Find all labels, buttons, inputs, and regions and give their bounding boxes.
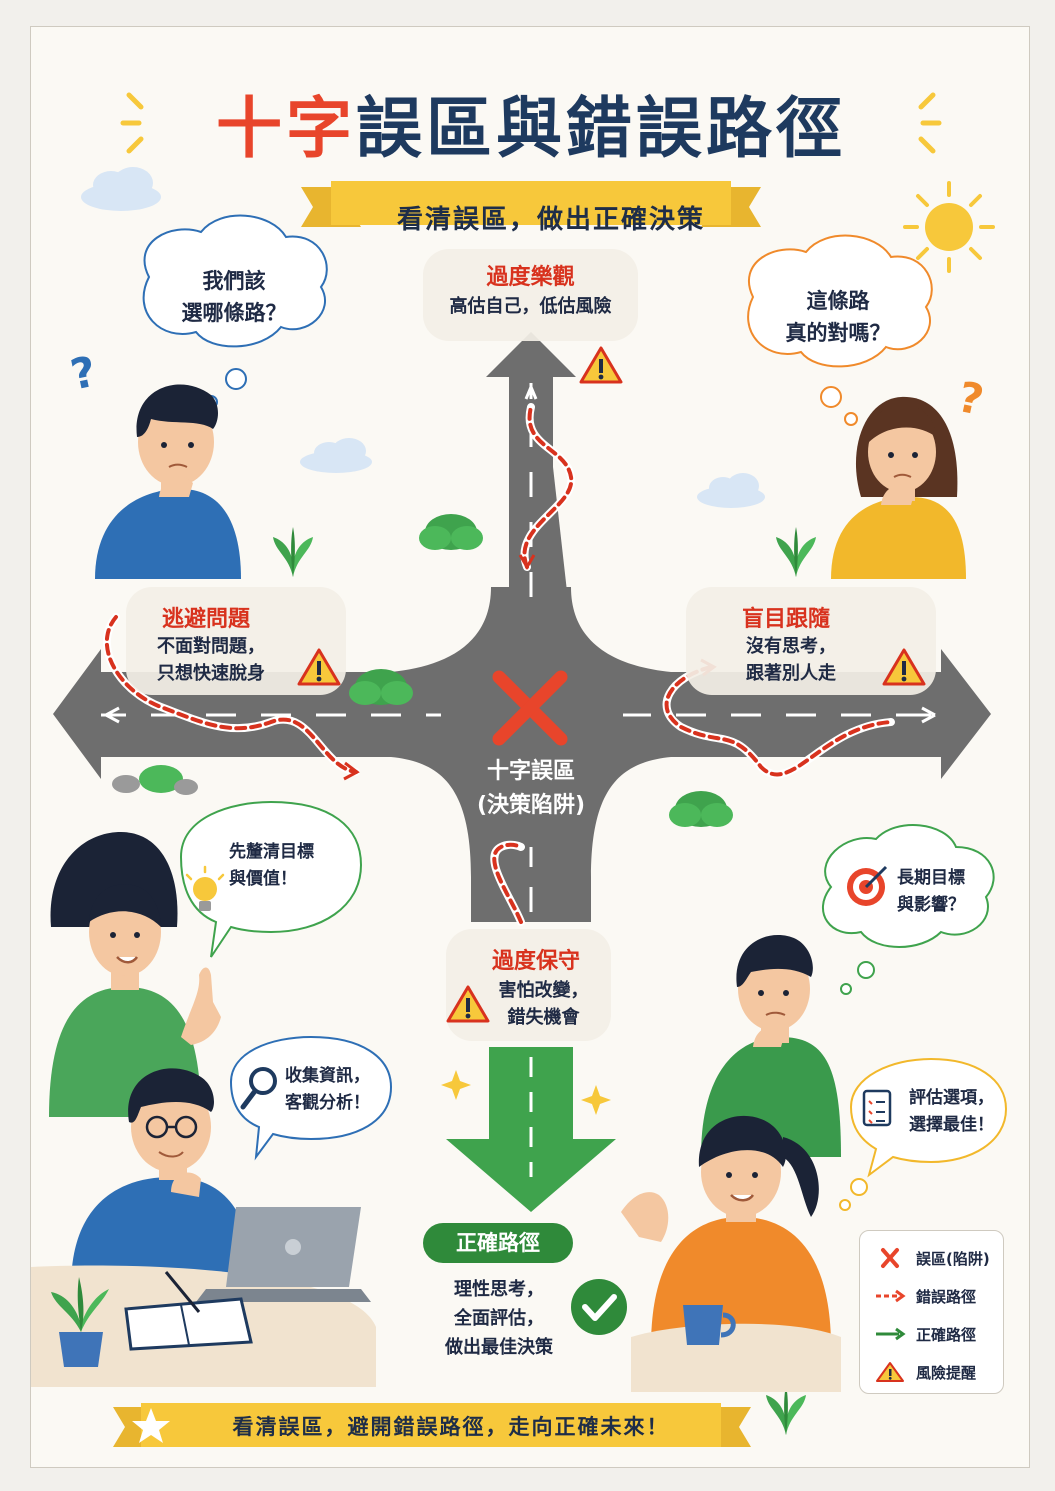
subtitle: 看清誤區，做出正確決策 [396,205,705,235]
wrong-path-right-dash [664,665,893,777]
title-sparks-left-icon [120,92,144,154]
trap-desc-bottom: 害怕改變， 錯失機會 [498,980,589,1028]
correct-path-arrow [446,1047,616,1212]
trap-title-left: 逃避問題 [161,607,250,632]
trap-title-top: 過度樂觀 [486,265,575,290]
footer-ribbon [113,1403,751,1447]
trap-panel-right [686,587,936,695]
correct-path-label: 正確路徑 [423,1223,573,1263]
thought-bubble-longterm [821,824,995,995]
subtitle-ribbon [301,181,761,227]
notebook-icon [124,1297,253,1351]
page-title: 十字誤區與錯誤路徑 [216,90,846,167]
rocks-icon [112,765,198,795]
person-thinking-topleft [95,384,241,579]
sparkle-icon [441,1070,611,1115]
footer-slogan: 看清誤區，避開錯誤路徑，走向正確未來！ [232,1415,670,1439]
plant-icon [776,527,816,577]
wrong-path-bottom-dash [492,842,523,924]
trap-title-bottom: 過度保守 [491,949,580,974]
wrong-path-top-dash [522,405,574,569]
check-circle-icon [571,1279,627,1335]
speech-bubble-info [229,1035,393,1161]
speech-bubble-values [179,800,363,958]
trap-panel-top [423,249,638,341]
cloud-icon [697,473,765,508]
legend-item-wrong-path: 錯誤路徑 [874,1281,998,1311]
trap-desc-left: 不面對問題， 只想快速脫身 [157,636,265,684]
pen-icon [164,1271,201,1313]
center-trap-label: 十字誤區 (決策陷阱) [476,759,586,818]
trap-panel-left [126,587,346,695]
legend-item-warning: 風險提醒 [874,1357,998,1387]
thought-bubble-topleft [142,214,328,409]
cross-icon [881,1248,899,1268]
star-icon [132,1408,170,1443]
cloud-icon [300,438,372,473]
warning-icon [579,346,623,384]
bush-icon [419,514,483,550]
advice-info: 收集資訊， 客觀分析！ [285,1066,370,1113]
wrong-path-left-dash [104,615,358,774]
speech-bubble-evaluate [839,1057,1008,1211]
person-woman-green [49,832,221,1117]
person-thinking-topright [831,396,966,579]
green-arrow-icon [876,1327,906,1341]
trap-panel-bottom [446,929,611,1041]
trap-cross-icon [492,670,568,746]
advice-values: 先釐清目標 與價值！ [229,842,314,889]
plant-icon [273,527,313,577]
cloud-icon [81,167,161,211]
thought-bubble-topright [747,234,933,426]
mug-icon [683,1305,736,1345]
legend: 誤區(陷阱) 錯誤路徑 正確路徑 風險提醒 [859,1230,1004,1394]
title-sparks-right-icon [918,92,942,154]
checklist-icon [862,1089,892,1127]
poster: ? ? [30,26,1030,1468]
legend-item-correct-path: 正確路徑 [874,1319,998,1349]
thought-text-topleft: 我們該 選哪條路？ [181,269,287,325]
question-mark-icon: ? [66,347,100,400]
trap-title-right: 盲目跟隨 [741,607,830,632]
trap-desc-top: 高估自己，低估風險 [449,296,612,317]
laptop-icon [196,1207,371,1302]
correct-path-desc: 理性思考， 全面評估， 做出最佳決策 [445,1279,553,1358]
plant-icon [766,1385,806,1435]
legend-item-trap: 誤區(陷阱) [874,1243,998,1273]
lane-markings [101,383,936,912]
advice-evaluate: 評估選項， 選擇最佳！ [909,1088,994,1135]
advice-longterm: 長期目標 與影響？ [897,868,965,915]
magnifier-icon [240,1067,277,1110]
thought-text-topright: 這條路 真的對嗎？ [785,289,891,345]
lightbulb-icon [185,865,225,911]
bush-icon [669,791,733,827]
question-mark-icon: ? [954,372,988,425]
potted-plant-icon [51,1277,109,1367]
dashed-arrow-icon [876,1289,906,1303]
target-icon [847,865,888,906]
sun-icon [903,181,995,273]
warning-icon [876,1362,904,1382]
person-woman-orange [621,1115,831,1347]
desk-right [631,1305,841,1392]
trap-desc-right: 沒有思考， 跟著別人走 [746,636,836,684]
person-man-glasses [71,1068,256,1287]
desk-left [31,1207,376,1387]
